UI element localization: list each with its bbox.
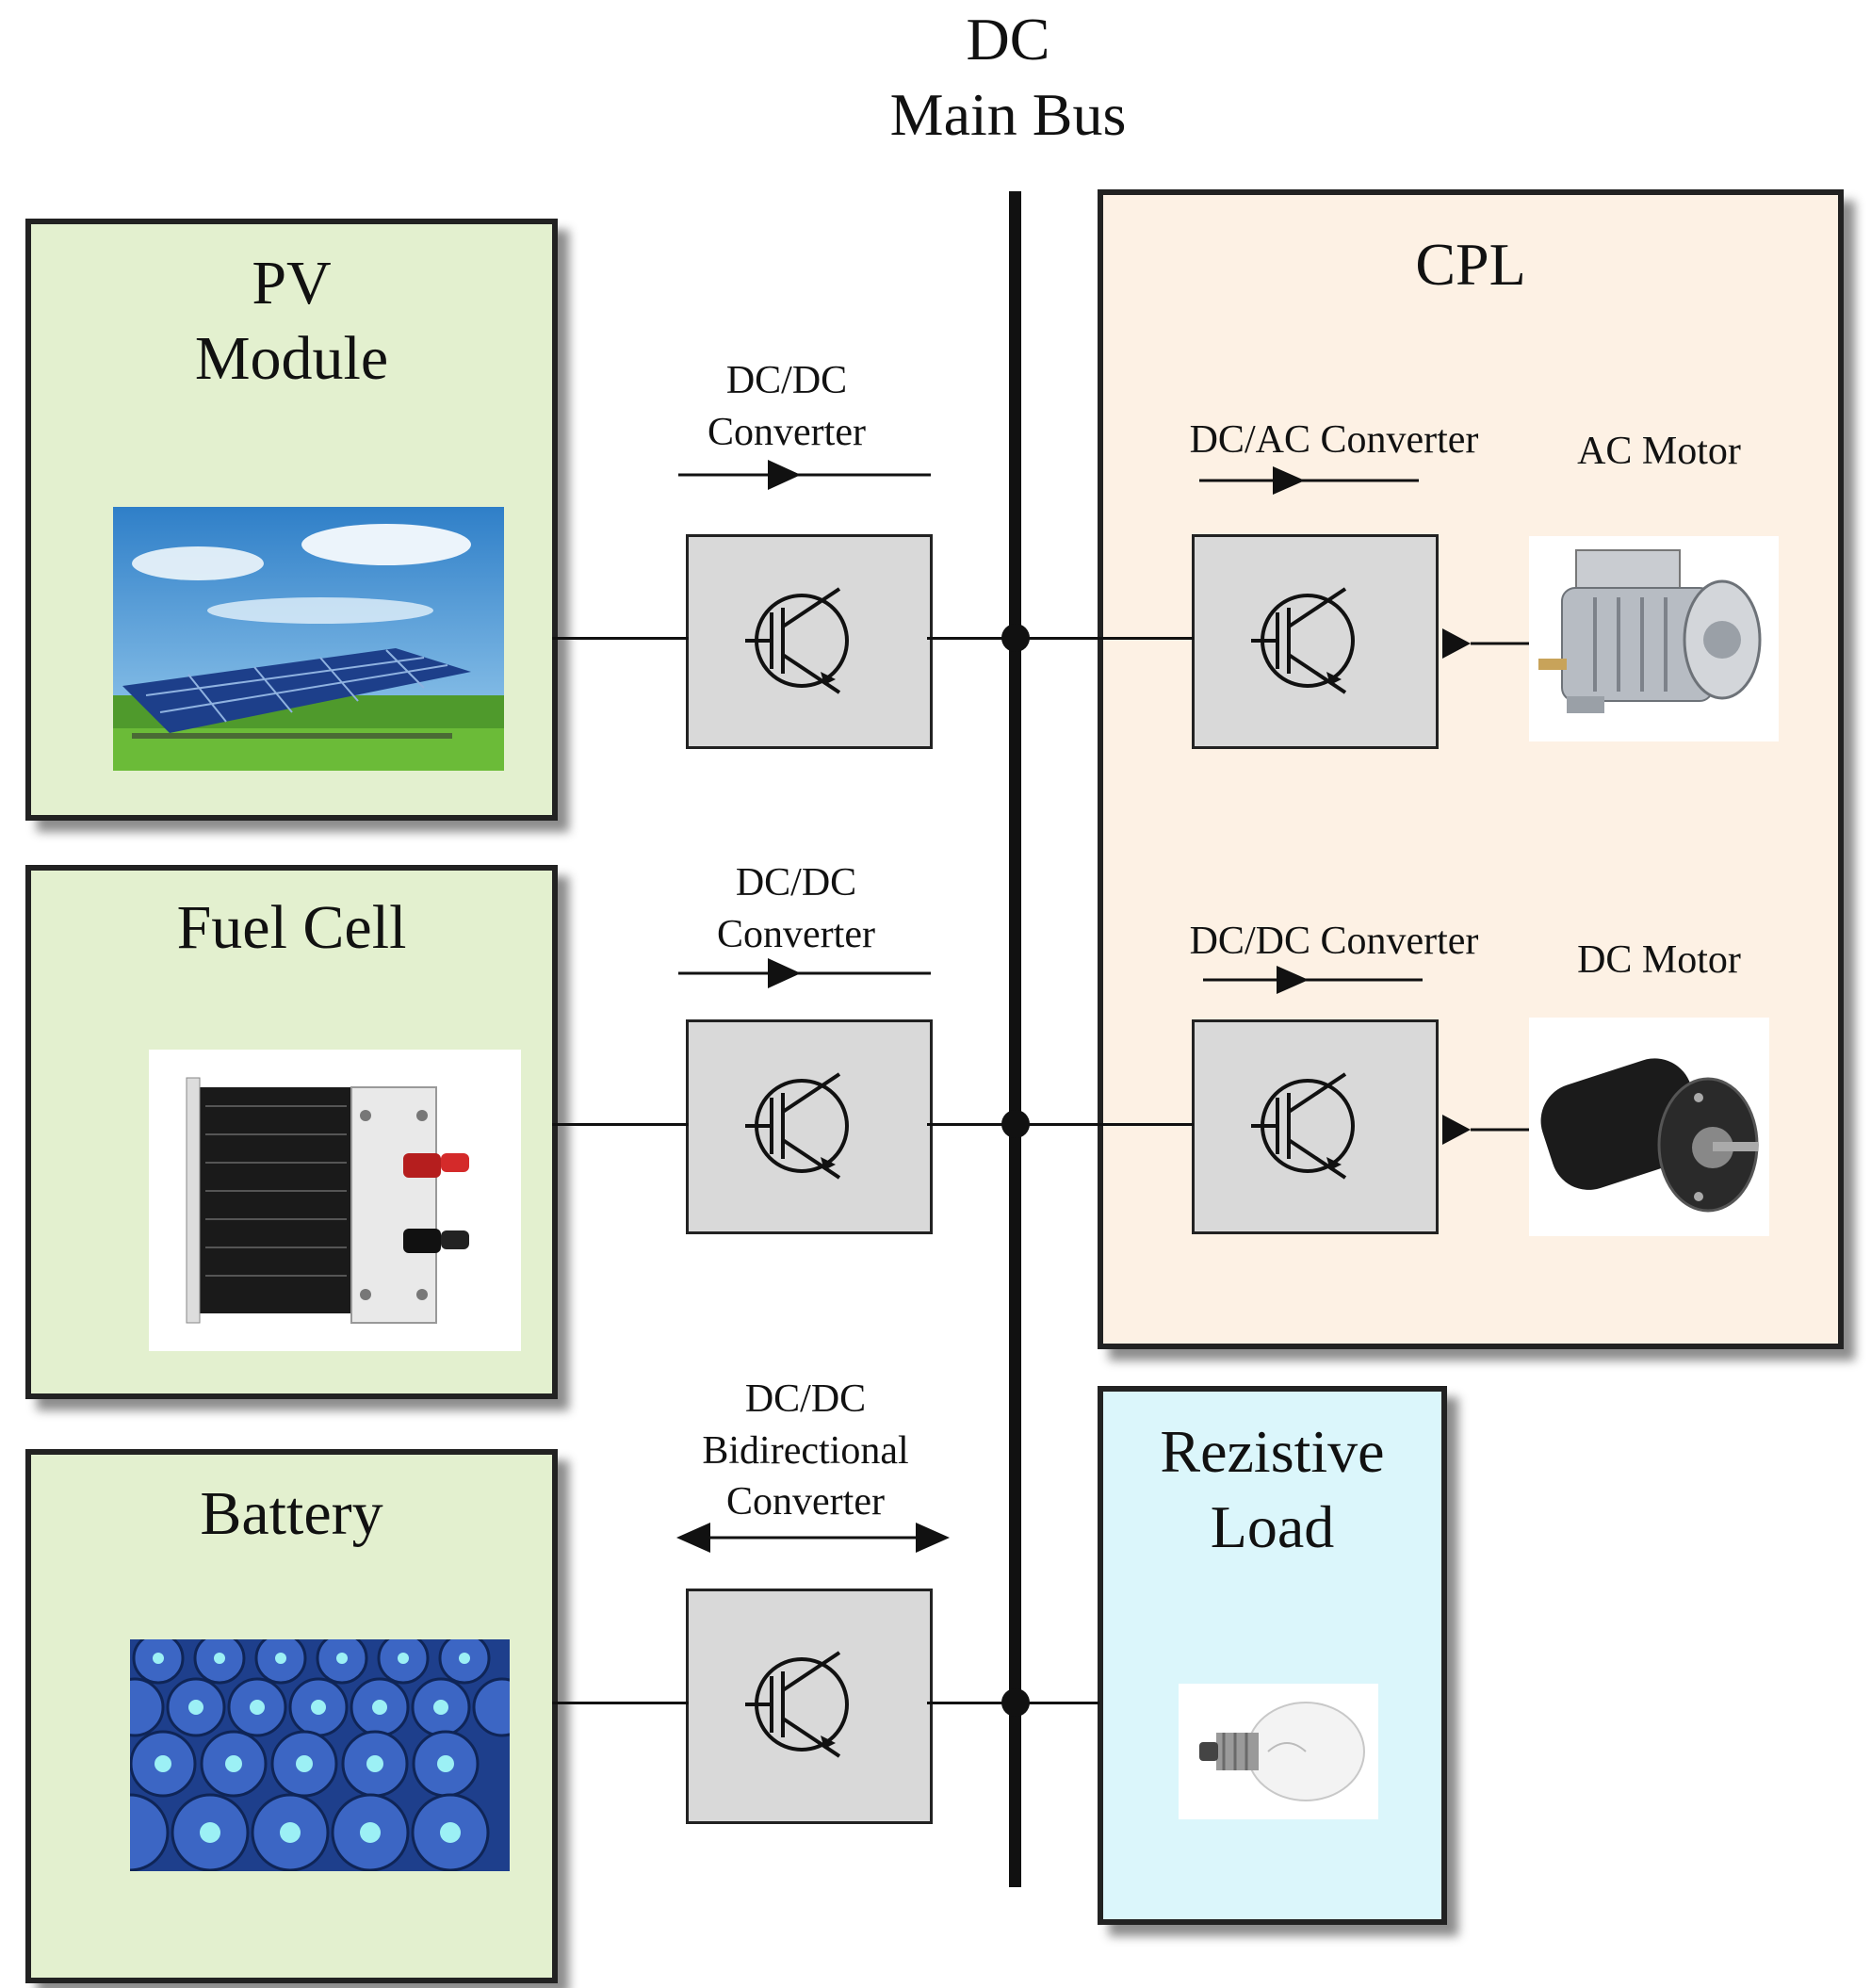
cpl-box: CPL DC/AC Converter AC Motor xyxy=(1098,189,1844,1349)
dcac-converter xyxy=(1192,534,1439,749)
bus-title-line2: Main Bus xyxy=(889,81,1127,148)
dcdc-converter-label: DC/DC Converter xyxy=(1189,920,1479,963)
igbt-icon xyxy=(745,1072,849,1180)
pv-converter-label-line1: DC/DC xyxy=(725,359,848,402)
dcac-flow-arrow xyxy=(1199,466,1419,495)
fuel-cell-title: Fuel Cell xyxy=(176,893,407,962)
fuel-cell-icon xyxy=(149,1050,521,1351)
pv-wire-out xyxy=(927,637,1017,640)
battery-bidirectional-converter xyxy=(686,1589,933,1824)
solar-panel-icon xyxy=(113,507,504,771)
pv-converter-label-line2: Converter xyxy=(708,411,866,454)
ac-motor-icon xyxy=(1529,536,1779,741)
battery-converter-label-line3: Converter xyxy=(726,1480,885,1524)
dc-motor-label: DC Motor xyxy=(1577,938,1741,982)
dcdc-flow-arrow xyxy=(1203,966,1423,994)
battery-cells-icon xyxy=(130,1639,510,1871)
battery-converter-label-line2: Bidirectional xyxy=(702,1429,909,1473)
igbt-icon xyxy=(1251,1072,1355,1180)
pv-wire-in xyxy=(552,637,689,640)
dc-motor-arrow xyxy=(1442,1115,1531,1145)
pv-module-title-line1: PV xyxy=(252,249,332,318)
fc-dcdc-converter xyxy=(686,1019,933,1234)
fc-flow-arrow xyxy=(678,958,931,988)
resistive-load-box: Rezistive Load xyxy=(1098,1386,1447,1925)
battery-converter-label-line1: DC/DC xyxy=(744,1377,867,1421)
ac-motor-arrow xyxy=(1442,628,1531,659)
battery-title: Battery xyxy=(200,1479,383,1548)
dc-main-bus xyxy=(1009,191,1021,1887)
resistive-load-title-line2: Load xyxy=(1210,1493,1335,1560)
dcac-converter-label: DC/AC Converter xyxy=(1189,418,1479,462)
igbt-icon xyxy=(745,587,849,694)
igbt-icon xyxy=(745,1651,849,1758)
pv-flow-arrow xyxy=(678,460,931,490)
pv-dcdc-converter xyxy=(686,534,933,749)
cpl-dcdc-converter xyxy=(1192,1019,1439,1234)
load-wire xyxy=(1016,1702,1099,1704)
fc-converter-label-line2: Converter xyxy=(717,913,875,956)
ac-branch-wire xyxy=(1016,637,1194,640)
resistive-load-title-line1: Rezistive xyxy=(1160,1418,1385,1485)
fuel-cell-box: Fuel Cell xyxy=(25,865,558,1399)
light-bulb-icon xyxy=(1179,1684,1378,1819)
cpl-title: CPL xyxy=(1415,231,1526,298)
dc-motor-icon xyxy=(1529,1018,1769,1236)
battery-box: Battery xyxy=(25,1449,558,1983)
pv-module-box: PV Module xyxy=(25,219,558,821)
battery-bidirectional-arrow xyxy=(676,1523,950,1553)
battery-wire-in xyxy=(552,1702,689,1704)
ac-motor-label: AC Motor xyxy=(1577,430,1741,473)
fc-converter-label-line1: DC/DC xyxy=(735,861,857,904)
bus-title-line1: DC xyxy=(966,6,1050,73)
battery-wire-out xyxy=(927,1702,1017,1704)
fc-wire-in xyxy=(552,1123,689,1126)
pv-module-title-line2: Module xyxy=(194,324,389,393)
dc-branch-wire xyxy=(1016,1123,1194,1126)
fc-wire-out xyxy=(927,1123,1017,1126)
igbt-icon xyxy=(1251,587,1355,694)
